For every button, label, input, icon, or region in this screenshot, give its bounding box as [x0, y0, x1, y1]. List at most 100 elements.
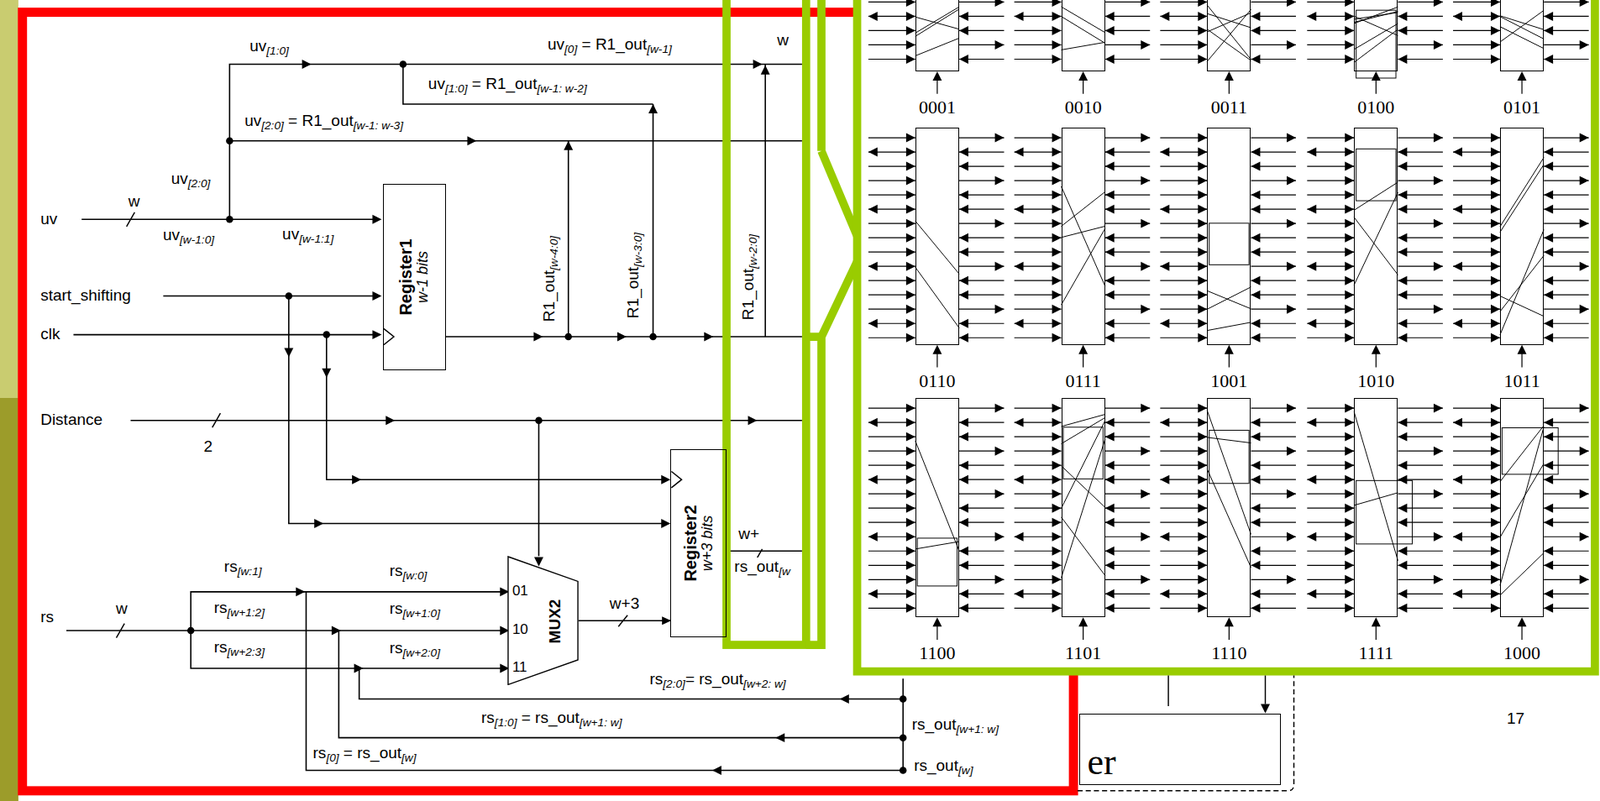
arrowhead: [1197, 475, 1207, 485]
arrowhead: [1433, 575, 1443, 585]
arrowhead: [906, 0, 916, 7]
subscript: [w+1:2]: [227, 606, 265, 620]
cell-internal-line: [915, 37, 960, 56]
arrowhead: [1490, 54, 1501, 64]
arrowhead: [1490, 432, 1501, 442]
arrowhead: [1344, 546, 1354, 557]
arrowhead: [868, 319, 878, 329]
arrowhead: [1433, 219, 1443, 229]
arrowhead: [1453, 532, 1463, 542]
slide-bar: [0, 398, 19, 801]
subscript: [2:0]: [261, 119, 284, 132]
cell-code-label: 0010: [1064, 97, 1103, 118]
cell-code-label: 0100: [1356, 97, 1396, 118]
arrowhead: [1197, 304, 1207, 315]
arrowhead: [1490, 290, 1501, 300]
subscript: [w:1]: [237, 565, 263, 578]
cell-internal-line: [1061, 466, 1106, 508]
arrowhead: [1052, 589, 1062, 599]
arrowhead: [1579, 403, 1590, 414]
arrowhead: [959, 518, 969, 528]
arrowhead: [1344, 40, 1354, 50]
arrowhead: [1052, 532, 1062, 542]
arrowhead: [868, 532, 878, 542]
arrowhead: [1286, 262, 1296, 272]
arrowhead: [1344, 418, 1354, 428]
signal-name: uv[1:0] = R1_out[w-1: w-2]: [426, 74, 589, 97]
arrowhead: [1490, 40, 1501, 50]
arrowhead: [906, 589, 916, 599]
arrowhead: [1159, 11, 1170, 21]
arrowhead: [1140, 575, 1150, 585]
arrowhead: [1397, 518, 1407, 528]
arrowhead: [1014, 262, 1024, 272]
arrowhead: [1014, 475, 1024, 485]
arrowhead: [1052, 0, 1062, 7]
arrowhead: [1052, 446, 1062, 457]
cell-internal-line: [1061, 414, 1106, 427]
arrowhead: [1105, 147, 1115, 158]
arrowhead: [1490, 233, 1501, 243]
arrowhead: [1197, 204, 1207, 215]
arrowhead: [1197, 54, 1207, 64]
arrowhead: [906, 418, 916, 428]
arrowhead: [1543, 290, 1553, 300]
subscript: [2:0]: [662, 677, 686, 691]
subscript: [w]: [958, 764, 973, 777]
arrowhead: [906, 461, 916, 471]
arrowhead: [1490, 204, 1501, 215]
mux-name: MUX2: [545, 598, 564, 644]
arrowhead: [1306, 319, 1317, 329]
arrowhead: [906, 546, 916, 557]
signal-name: rs[1:0] = rs_out[w+1: w]: [479, 708, 624, 731]
subscript: [w+1: w]: [956, 723, 1000, 736]
arrowhead: [995, 489, 1005, 499]
arrowhead: [906, 219, 916, 229]
arrowhead: [1197, 589, 1207, 599]
subscript: [w-1]: [646, 42, 672, 56]
arrowhead: [1397, 333, 1407, 343]
arrowhead: [1159, 475, 1170, 485]
cell-code-label: 0111: [1064, 371, 1102, 392]
arrowhead: [868, 262, 878, 272]
arrowhead: [1250, 190, 1260, 200]
decoder-cell: 1111: [1353, 398, 1398, 618]
arrowhead: [1014, 204, 1024, 215]
cell-code-label: 0011: [1210, 97, 1249, 118]
cell-internal-line: [1500, 16, 1544, 40]
arrowhead: [1306, 475, 1317, 485]
arrowhead: [959, 162, 969, 172]
arrowhead: [1105, 589, 1115, 599]
arrowhead: [1052, 219, 1062, 229]
multiplexer: 011011MUX2: [507, 556, 579, 686]
arrowhead: [1197, 40, 1207, 50]
arrowhead: [1250, 54, 1260, 64]
arrowhead: [1052, 262, 1062, 272]
arrowhead: [906, 11, 916, 21]
cell-internal-line: [1353, 493, 1398, 506]
cell-internal-line: [1500, 426, 1544, 586]
arrowhead: [906, 54, 916, 64]
arrowhead: [1306, 147, 1317, 158]
arrowhead: [1344, 247, 1354, 258]
arrowhead: [1052, 190, 1062, 200]
arrowhead: [906, 532, 916, 542]
arrowhead: [1197, 176, 1207, 186]
arrowhead: [1197, 546, 1207, 557]
decoder-cell: 0001: [915, 0, 960, 72]
arrowhead: [1052, 276, 1062, 286]
cell-internal-line: [1353, 23, 1398, 50]
arrowhead: [1344, 304, 1354, 315]
decoder-cell: 0010: [1061, 0, 1106, 72]
arrowhead: [1078, 617, 1088, 627]
arrowhead: [1197, 489, 1207, 499]
arrowhead: [1159, 418, 1170, 428]
arrowhead: [1344, 54, 1354, 64]
arrowhead: [1286, 403, 1296, 414]
arrowhead: [1579, 489, 1590, 499]
cell-internal-line: [1061, 420, 1106, 509]
arrowhead: [1250, 233, 1260, 243]
arrowhead: [906, 290, 916, 300]
subscript: [w-1: w-2]: [536, 82, 587, 95]
arrowhead: [1344, 319, 1354, 329]
